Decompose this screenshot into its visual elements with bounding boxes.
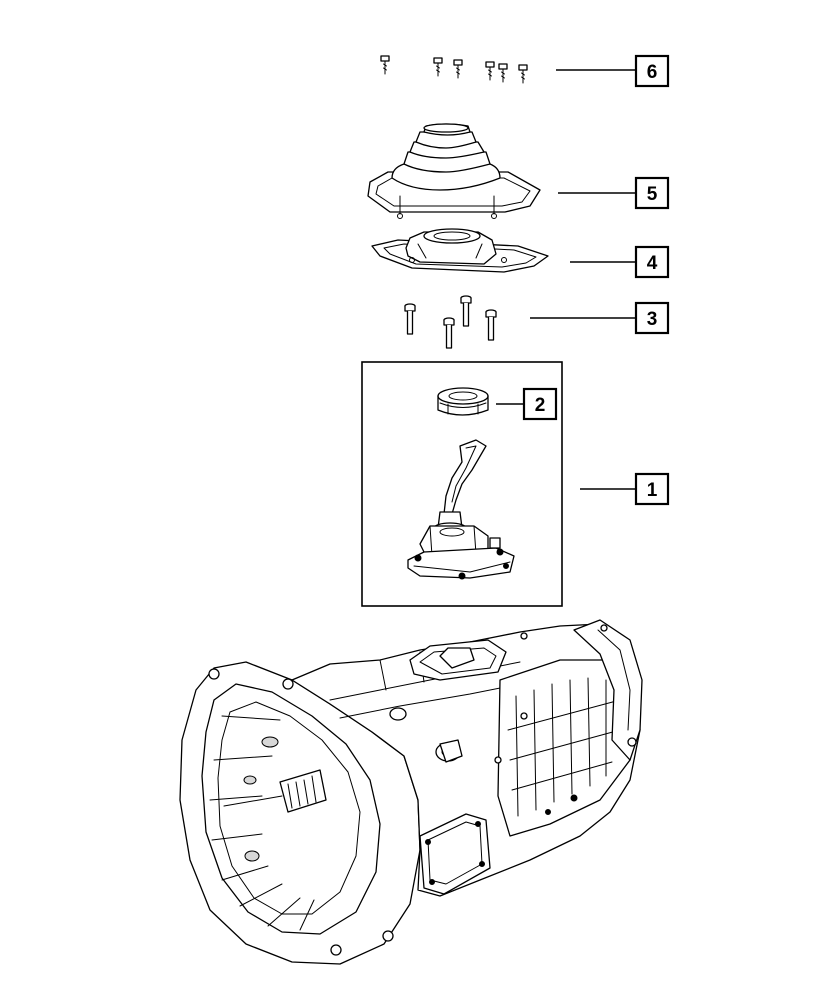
callout-6-label: 6 — [647, 62, 658, 83]
bolt — [443, 317, 455, 349]
callout-2-label: 2 — [535, 395, 546, 416]
callout-4[interactable]: 4 — [634, 245, 670, 279]
bolt — [485, 309, 497, 341]
callout-1[interactable]: 1 — [634, 472, 670, 506]
screw — [453, 59, 463, 79]
screw — [498, 63, 508, 83]
screw — [485, 61, 495, 81]
part-5-shift-boot[interactable] — [367, 123, 541, 219]
part-1-shifter[interactable] — [407, 439, 515, 580]
screw — [518, 64, 528, 84]
screw — [433, 57, 443, 77]
part-3-bolts[interactable] — [404, 295, 497, 349]
screw — [380, 55, 390, 75]
callout-2[interactable]: 2 — [522, 387, 558, 421]
callout-5-label: 5 — [647, 184, 658, 205]
part-6-screws[interactable] — [380, 55, 528, 84]
callout-1-label: 1 — [647, 480, 658, 501]
callout-3[interactable]: 3 — [634, 301, 670, 335]
part-4-plate[interactable] — [371, 228, 549, 273]
part-2-bushing[interactable] — [437, 387, 489, 416]
bolt — [460, 295, 472, 327]
callout-4-label: 4 — [647, 253, 658, 274]
callout-6[interactable]: 6 — [634, 54, 670, 88]
callout-5[interactable]: 5 — [634, 176, 670, 210]
callout-3-label: 3 — [647, 309, 658, 330]
transmission-assembly — [179, 619, 643, 965]
kit-frame — [361, 361, 563, 607]
bolt — [404, 303, 416, 335]
